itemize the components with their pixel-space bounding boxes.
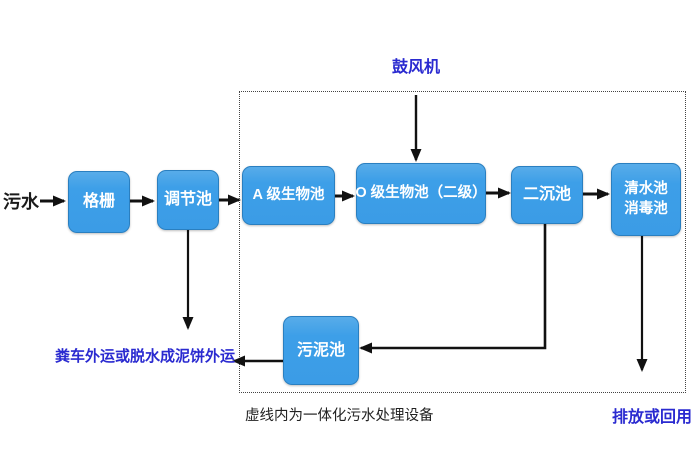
node-sludge-tank-label: 污泥池 [296, 341, 345, 359]
node-grid-label: 格栅 [82, 193, 115, 211]
node-clear-water-tank-label: 清水池 [624, 180, 668, 197]
equipment-boundary-dashed-box [239, 91, 686, 393]
node-o-bio-tank-label: O 级生物池（二级） [355, 184, 487, 201]
node-a-bio-tank: A 级生物池 [242, 166, 335, 225]
effluent-label: 排放或回用 [612, 409, 693, 426]
node-disinfection-tank-label: 消毒池 [624, 200, 668, 217]
blower-label: 鼓风机 [391, 59, 440, 76]
node-a-bio-tank-label: A 级生物池 [252, 186, 325, 203]
node-regulating-tank: 调节池 [157, 170, 219, 230]
arrow-clarifier-to-sludge-tank [359, 224, 547, 354]
sludge-disposal-label: 粪车外运或脱水成泥饼外运 [55, 348, 236, 365]
node-o-bio-tank: O 级生物池（二级） [355, 163, 487, 224]
node-sludge-tank: 污泥池 [283, 316, 359, 385]
node-secondary-clarifier-label: 二沉池 [522, 186, 571, 204]
influent-label: 污水 [3, 192, 39, 212]
node-regulating-tank-label: 调节池 [163, 191, 212, 209]
node-grid: 格栅 [68, 171, 130, 233]
dashed-box-caption: 虚线内为一体化污水处理设备 [245, 408, 434, 424]
node-secondary-clarifier: 二沉池 [511, 166, 583, 224]
node-clear-water-disinfection-tank: 清水池 消毒池 [611, 163, 681, 236]
